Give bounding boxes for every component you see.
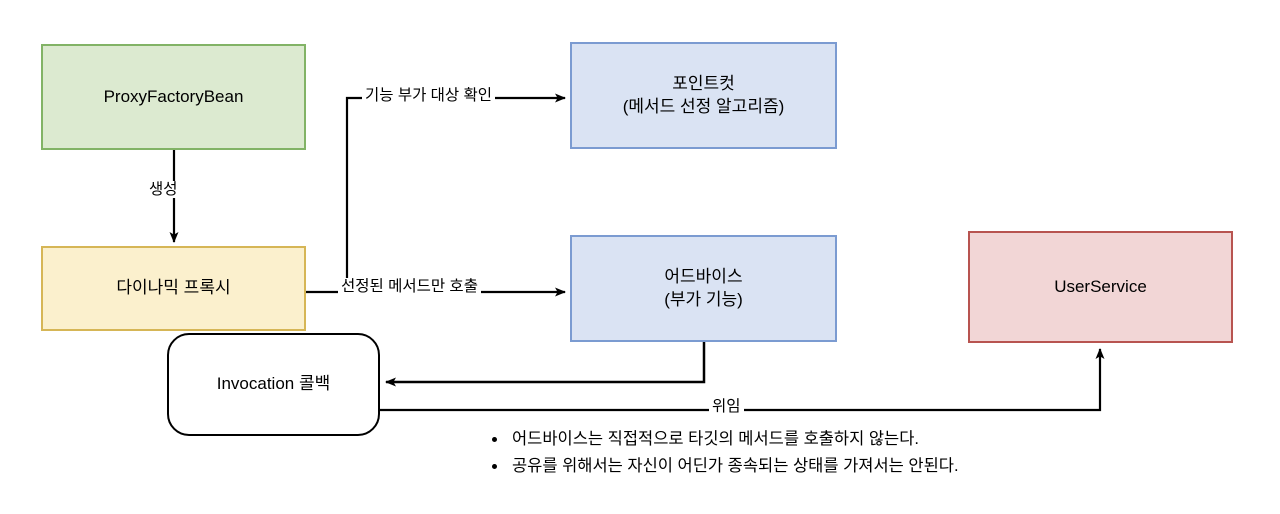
connector-target-check xyxy=(345,93,566,290)
connector-advice-to-callback xyxy=(385,342,706,387)
note-item: 어드바이스는 직접적으로 타깃의 메서드를 호출하지 않는다. xyxy=(508,426,959,453)
notes-list: 어드바이스는 직접적으로 타깃의 메서드를 호출하지 않는다. 공유를 위해서는… xyxy=(486,426,959,479)
edge-label-delegate: 위임 xyxy=(709,398,744,416)
edge-label-selected-method-call: 선정된 메서드만 호출 xyxy=(338,278,481,296)
node-pointcut: 포인트컷 (메서드 선정 알고리즘) xyxy=(570,42,837,149)
notes-bullet-list: 어드바이스는 직접적으로 타깃의 메서드를 호출하지 않는다. 공유를 위해서는… xyxy=(486,426,959,479)
edge-label-target-check: 기능 부가 대상 확인 xyxy=(362,87,495,105)
edge-label-creation: 생성 xyxy=(146,181,181,199)
node-advice: 어드바이스 (부가 기능) xyxy=(570,235,837,342)
node-proxy-factory-bean: ProxyFactoryBean xyxy=(41,44,306,150)
node-dynamic-proxy: 다이나믹 프록시 xyxy=(41,246,306,331)
node-invocation-callback: Invocation 콜백 xyxy=(167,333,380,436)
note-item: 공유를 위해서는 자신이 어딘가 종속되는 상태를 가져서는 안된다. xyxy=(508,453,959,480)
node-user-service: UserService xyxy=(968,231,1233,343)
